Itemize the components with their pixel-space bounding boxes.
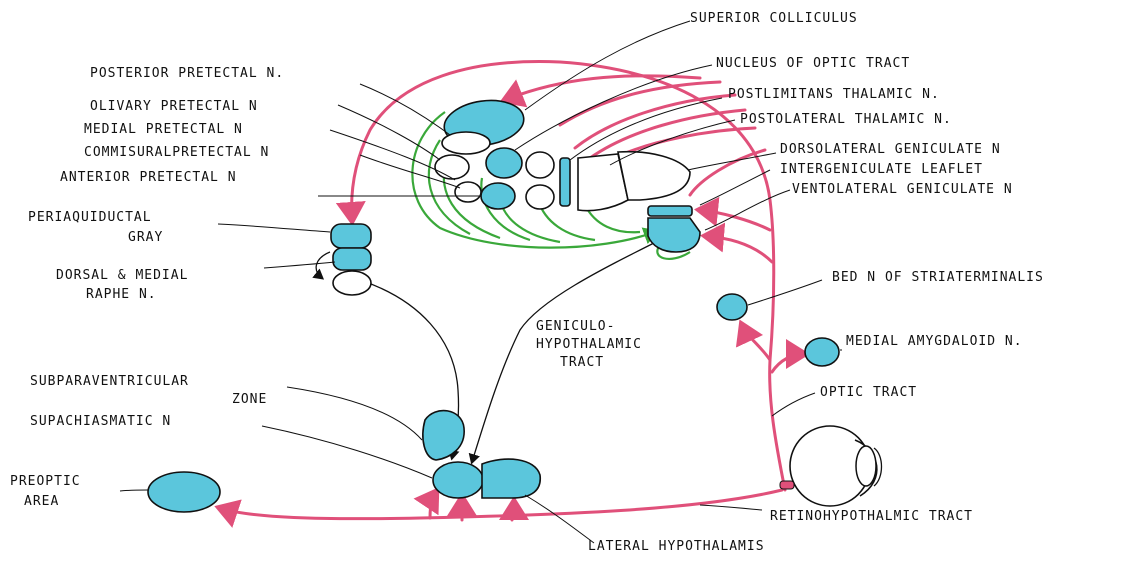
olivary-pretectal-nucleus: [435, 155, 469, 179]
intergeniculate-leaflet: [648, 206, 692, 216]
label-medial-pretectal: MEDIAL PRETECTAL N: [84, 122, 243, 138]
posterior-pretectal-nucleus: [442, 132, 490, 154]
label-medial-amygdaloid: MEDIAL AMYGDALOID N.: [846, 334, 1023, 350]
label-dorsal-medial-raphe-2: RAPHE N.: [86, 287, 157, 303]
subparaventricular-zone: [423, 411, 464, 460]
label-dorsolateral-geniculate: DORSOLATERAL GENICULATE N: [780, 142, 1001, 158]
ventolateral-geniculate-nucleus: [648, 218, 700, 252]
pretectal-white-nucleus: [526, 185, 554, 209]
nucleus-of-optic-tract: [486, 148, 522, 178]
label-posterior-pretectal: POSTERIOR PRETECTAL N.: [90, 66, 284, 82]
label-ventolateral-geniculate: VENTOLATERAL GENICULATE N: [792, 182, 1013, 198]
label-dorsal-medial-raphe-1: DORSAL & MEDIAL: [56, 268, 188, 284]
anterior-pretectal-nucleus: [481, 183, 515, 209]
periaqueductal-gray: [331, 224, 371, 248]
label-bed-nucleus-stria: BED N OF STRIATERMINALIS: [832, 270, 1044, 286]
label-retinohypothalamic-tract: RETINOHYPOTHALMIC TRACT: [770, 509, 973, 525]
label-commissural-pretectal: COMMISURALPRETECTAL N: [84, 145, 269, 161]
dorsal-medial-raphe: [333, 248, 371, 270]
raphe-white-nucleus: [333, 271, 371, 295]
label-periaqueductal-2: GRAY: [128, 230, 163, 246]
bed-nucleus-stria-terminalis: [717, 294, 747, 320]
commissural-pretectal-nucleus: [455, 182, 481, 202]
dorsolateral-geniculate-nucleus: [618, 152, 690, 200]
label-geniculo-2: HYPOTHALAMIC: [536, 337, 642, 353]
label-intergeniculate-leaflet: INTERGENICULATE LEAFLET: [780, 162, 983, 178]
label-subparaventricular-1: SUBPARAVENTRICULAR: [30, 374, 189, 390]
label-subparaventricular-2: ZONE: [232, 392, 267, 408]
label-preoptic-1: PREOPTIC: [10, 474, 81, 490]
label-anterior-pretectal: ANTERIOR PRETECTAL N: [60, 170, 237, 186]
label-suprachiasmatic: SUPACHIASMATIC N: [30, 414, 171, 430]
medial-pretectal-nucleus: [526, 152, 554, 178]
label-nucleus-optic-tract: NUCLEUS OF OPTIC TRACT: [716, 56, 910, 72]
label-olivary-pretectal: OLIVARY PRETECTAL N: [90, 99, 258, 115]
postlimitans-thalamic-nucleus: [560, 158, 570, 206]
suprachiasmatic-nucleus: [433, 462, 483, 498]
label-optic-tract: OPTIC TRACT: [820, 385, 917, 401]
label-postolateral-thalamic: POSTOLATERAL THALAMIC N.: [740, 112, 952, 128]
medial-amygdaloid-nucleus: [805, 338, 839, 366]
lateral-hypothalamus: [482, 459, 540, 498]
label-postlimitans-thalamic: POSTLIMITANS THALAMIC N.: [728, 87, 940, 103]
label-preoptic-2: AREA: [24, 494, 59, 510]
label-lateral-hypothalamus: LATERAL HYPOTHALAMIS: [588, 539, 765, 555]
label-periaqueductal-1: PERIAQUIDUCTAL: [28, 210, 152, 226]
preoptic-area: [148, 472, 220, 512]
label-superior-colliculus: SUPERIOR COLLICULUS: [690, 11, 858, 27]
label-geniculo-1: GENICULO-: [536, 319, 615, 335]
label-geniculo-3: TRACT: [560, 355, 604, 371]
eye-icon: [780, 426, 882, 506]
